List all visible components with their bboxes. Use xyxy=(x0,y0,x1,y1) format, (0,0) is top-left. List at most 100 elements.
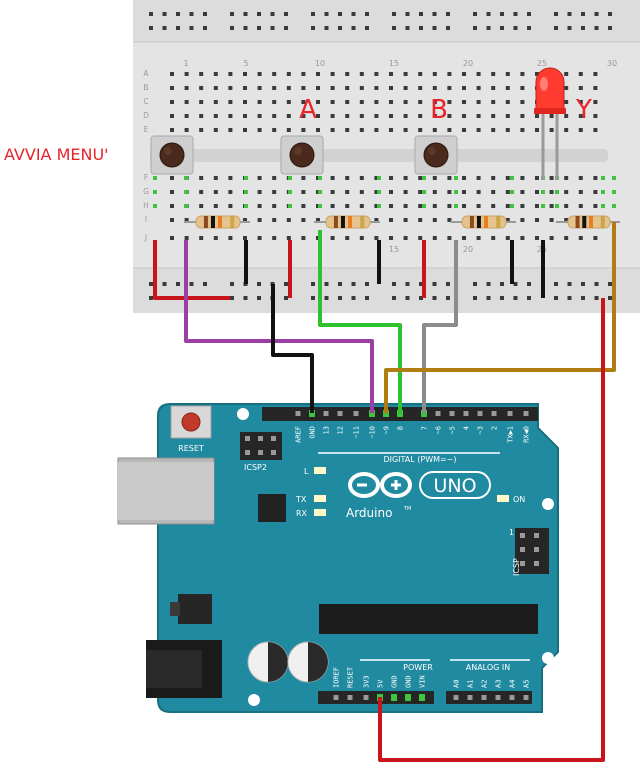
digital-pin-label: ~3 xyxy=(477,426,485,434)
breadboard-hole xyxy=(170,72,174,76)
resistor xyxy=(450,215,516,229)
rail-hole xyxy=(176,12,180,16)
breadboard-hole xyxy=(520,128,525,132)
breadboard-hole xyxy=(316,114,320,118)
breadboard-hole xyxy=(403,236,408,240)
rail-hole xyxy=(351,282,356,286)
breadboard-hole xyxy=(228,100,233,104)
icsp2-label: ICSP2 xyxy=(244,463,267,472)
rail-hole xyxy=(500,26,504,30)
rail-hole xyxy=(365,26,369,30)
rail-hole xyxy=(311,12,315,16)
breadboard-hole xyxy=(418,114,423,118)
rail-hole xyxy=(257,296,261,300)
icsp-pin1: 1 xyxy=(509,528,514,537)
uno-badge xyxy=(419,471,491,499)
breadboard-hole xyxy=(578,86,583,90)
breadboard-hole xyxy=(578,204,583,208)
analog-header xyxy=(446,691,532,704)
connected-pin xyxy=(369,410,375,417)
breadboard-hole xyxy=(520,100,525,104)
breadboard-hole xyxy=(330,114,335,118)
rail-hole xyxy=(608,282,612,286)
breadboard-hole xyxy=(447,190,452,194)
breadboard-hole xyxy=(491,128,496,132)
connected-hole xyxy=(153,190,157,194)
rail-hole xyxy=(365,12,369,16)
rail-hole xyxy=(513,296,518,300)
breadboard-hole xyxy=(462,86,466,90)
rail-hole xyxy=(405,12,410,16)
breadboard-hole xyxy=(257,100,262,104)
header-pin xyxy=(295,411,301,416)
breadboard-hole xyxy=(447,236,452,240)
breadboard-hole xyxy=(257,236,262,240)
breadboard-hole xyxy=(374,236,379,240)
breadboard-hole xyxy=(505,176,510,180)
rail-hole xyxy=(311,26,315,30)
breadboard-hole xyxy=(593,236,598,240)
rail-hole xyxy=(419,282,423,286)
rail-hole xyxy=(513,26,518,30)
rail-hole xyxy=(405,282,410,286)
breadboard-hole xyxy=(330,236,335,240)
breadboard-hole xyxy=(374,114,379,118)
button-a-label: A xyxy=(299,95,317,125)
row-letter: J xyxy=(144,233,147,242)
breadboard-hole xyxy=(359,100,364,104)
breadboard-hole xyxy=(170,100,174,104)
breadboard-jumpers xyxy=(153,240,545,300)
rail-hole xyxy=(581,12,585,16)
l-led xyxy=(314,467,326,474)
usb-chip xyxy=(258,494,286,522)
breadboard-hole xyxy=(432,100,437,104)
power-pin-label: 3V3 xyxy=(363,675,371,688)
rail-hole xyxy=(486,12,491,16)
breadboard-hole xyxy=(272,176,277,180)
breadboard-hole xyxy=(418,204,423,208)
header-pin xyxy=(477,411,483,416)
breadboard-hole xyxy=(213,204,218,208)
breadboard-hole xyxy=(418,72,423,76)
rail-hole xyxy=(527,296,531,300)
breadboard-hole xyxy=(447,100,452,104)
rail-hole xyxy=(446,26,450,30)
header-pin xyxy=(453,695,459,700)
header-pin xyxy=(495,695,501,700)
breadboard-hole xyxy=(330,100,335,104)
breadboard-hole xyxy=(549,176,554,180)
tx-label: TX xyxy=(295,495,307,504)
rail-hole xyxy=(351,26,356,30)
breadboard-hole xyxy=(505,218,510,222)
breadboard-hole xyxy=(520,218,525,222)
breadboard-hole xyxy=(389,218,393,222)
breadboard-hole xyxy=(170,128,174,132)
breadboard-hole xyxy=(170,218,174,222)
power-label: POWER xyxy=(403,663,433,672)
rail-hole xyxy=(567,12,572,16)
digital-pin-label: ~9 xyxy=(383,426,391,434)
header-pin xyxy=(481,695,487,700)
breadboard-hole xyxy=(535,218,539,222)
breadboard-hole xyxy=(199,176,204,180)
rail-hole xyxy=(338,282,342,286)
connected-hole xyxy=(555,204,559,208)
rail-hole xyxy=(230,296,234,300)
breadboard-hole xyxy=(330,176,335,180)
col-number: 1 xyxy=(183,59,188,68)
breadboard-hole xyxy=(184,218,189,222)
voltage-regulator xyxy=(178,594,212,624)
rail-hole xyxy=(189,12,194,16)
digital-pin-label: ~10 xyxy=(369,426,377,439)
connected-hole xyxy=(454,190,458,194)
breadboard-hole xyxy=(564,86,569,90)
connected-hole xyxy=(288,204,292,208)
breadboard-hole xyxy=(228,190,233,194)
rail-hole xyxy=(162,12,167,16)
breadboard-hole xyxy=(272,218,277,222)
breadboard-hole xyxy=(389,72,393,76)
connected-hole xyxy=(601,204,605,208)
breadboard-hole xyxy=(286,236,291,240)
breadboard-hole xyxy=(345,236,350,240)
rail-hole xyxy=(446,296,450,300)
